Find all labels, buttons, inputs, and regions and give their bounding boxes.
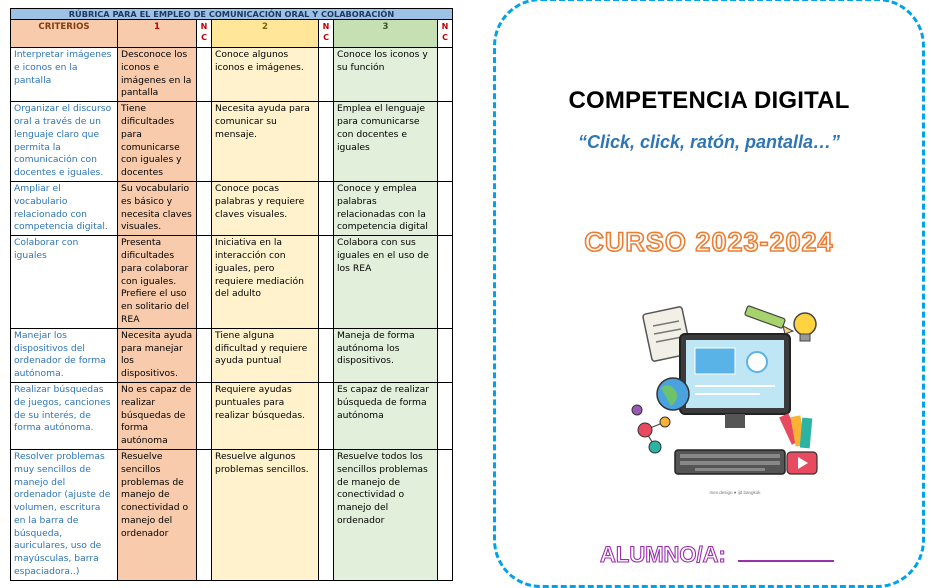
criterion-cell: Manejar los dispositivos del ordenador d…	[10, 327, 118, 383]
level-3-cell: Resuelve todos los sencillos problemas d…	[333, 448, 438, 581]
header-nc: N C	[318, 19, 334, 48]
nc-cell	[437, 101, 453, 182]
table-row: Realizar búsquedas de juegos, canciones …	[10, 381, 453, 450]
criterion-cell: Interpretar imágenes e iconos en la pant…	[10, 46, 118, 103]
nc-cell	[318, 448, 334, 581]
digital-devices-illustration	[631, 305, 818, 475]
level-1-cell: Su vocabulario es básico y necesita clav…	[117, 180, 197, 237]
nc-cell	[318, 327, 334, 383]
nc-cell	[437, 381, 453, 450]
nc-cell	[318, 180, 334, 237]
nc-cell	[196, 381, 212, 450]
header-criterios: CRITERIOS	[10, 19, 118, 48]
table-row: Organizar el discurso oral a través de u…	[10, 101, 453, 182]
level-2-cell: Necesita ayuda para comunicar su mensaje…	[211, 101, 319, 182]
table-row: Colaborar con iguales Presenta dificulta…	[10, 235, 453, 329]
level-2-cell: Conoce algunos iconos e imágenes.	[211, 46, 319, 103]
globe-icon	[656, 377, 690, 411]
student-label: ALUMNO/A:	[599, 541, 726, 567]
criterion-cell: Colaborar con iguales	[10, 235, 118, 329]
level-1-cell: Resuelve sencillos problemas de manejo d…	[117, 448, 197, 581]
criterion-cell: Ampliar el vocabulario relacionado con c…	[10, 180, 118, 237]
level-3-cell: Conoce y emplea palabras relacionadas co…	[333, 180, 438, 237]
level-2-cell: Resuelve algunos problemas sencillos.	[211, 448, 319, 581]
rubric-table: RÚBRICA PARA EL EMPLEO DE COMUNICACIÓN O…	[10, 8, 453, 581]
nc-cell	[196, 46, 212, 103]
cover-title: COMPETENCIA DIGITAL	[568, 87, 850, 114]
header-level-2: 2	[211, 19, 319, 48]
network-icon	[631, 404, 671, 454]
rubric-title: RÚBRICA PARA EL EMPLEO DE COMUNICACIÓN O…	[10, 8, 453, 20]
cover-subtitle: “Click, click, ratón, pantalla…”	[577, 132, 841, 152]
nc-cell	[437, 46, 453, 103]
cover-frame: COMPETENCIA DIGITAL “Click, click, ratón…	[493, 0, 925, 588]
monitor-icon	[679, 333, 791, 428]
level-1-cell: Desconoce los iconos e imágenes en la pa…	[117, 46, 197, 103]
nc-cell	[318, 235, 334, 329]
nc-cell	[196, 235, 212, 329]
level-1-cell: Presenta dificultades para colaborar con…	[117, 235, 197, 329]
nc-cell	[437, 327, 453, 383]
nc-cell	[437, 180, 453, 237]
video-play-icon	[786, 451, 818, 475]
header-nc: N C	[437, 19, 453, 48]
nc-cell	[196, 448, 212, 581]
nc-cell	[437, 235, 453, 329]
level-3-cell: Conoce los iconos y su función	[333, 46, 438, 103]
nc-cell	[437, 448, 453, 581]
criterion-cell: Resolver problemas muy sencillos de mane…	[10, 448, 118, 581]
header-level-3: 3	[333, 19, 438, 48]
nc-cell	[318, 101, 334, 182]
level-1-cell: Tiene dificultades para comunicarse con …	[117, 101, 197, 182]
pencil-icon	[744, 305, 795, 335]
level-1-cell: No es capaz de realizar búsquedas de for…	[117, 381, 197, 450]
level-2-cell: Conoce pocas palabras y requiere claves …	[211, 180, 319, 237]
nc-cell	[318, 46, 334, 103]
level-3-cell: Es capaz de realizar búsqueda de forma a…	[333, 381, 438, 450]
header-nc: N C	[196, 19, 212, 48]
level-2-cell: Tiene alguna dificultad y requiere ayuda…	[211, 327, 319, 383]
nc-cell	[196, 101, 212, 182]
level-3-cell: Colabora con sus iguales en el uso de lo…	[333, 235, 438, 329]
document-icon	[642, 306, 692, 362]
level-2-cell: Requiere ayudas puntuales para realizar …	[211, 381, 319, 450]
header-level-1: 1	[117, 19, 197, 48]
level-2-cell: Iniciativa en la interacción con iguales…	[211, 235, 319, 329]
nc-cell	[196, 327, 212, 383]
course-year: CURSO 2023-2024	[584, 226, 834, 258]
lightbulb-icon	[793, 312, 817, 342]
student-name-line	[738, 560, 834, 562]
image-credit: mex.design ● ijd bangkok	[709, 490, 761, 495]
criterion-cell: Realizar búsquedas de juegos, canciones …	[10, 381, 118, 450]
criterion-cell: Organizar el discurso oral a través de u…	[10, 101, 118, 182]
level-3-cell: Maneja de forma autónoma los dispositivo…	[333, 327, 438, 383]
table-row: Manejar los dispositivos del ordenador d…	[10, 327, 453, 383]
table-row: Interpretar imágenes e iconos en la pant…	[10, 46, 453, 103]
table-row: Ampliar el vocabulario relacionado con c…	[10, 180, 453, 237]
keyboard-icon	[674, 449, 786, 475]
level-1-cell: Necesita ayuda para manejar los disposit…	[117, 327, 197, 383]
nc-cell	[318, 381, 334, 450]
table-row: Resolver problemas muy sencillos de mane…	[10, 448, 453, 581]
level-3-cell: Emplea el lenguaje para comunicarse con …	[333, 101, 438, 182]
palette-icon	[779, 413, 813, 449]
nc-cell	[196, 180, 212, 237]
